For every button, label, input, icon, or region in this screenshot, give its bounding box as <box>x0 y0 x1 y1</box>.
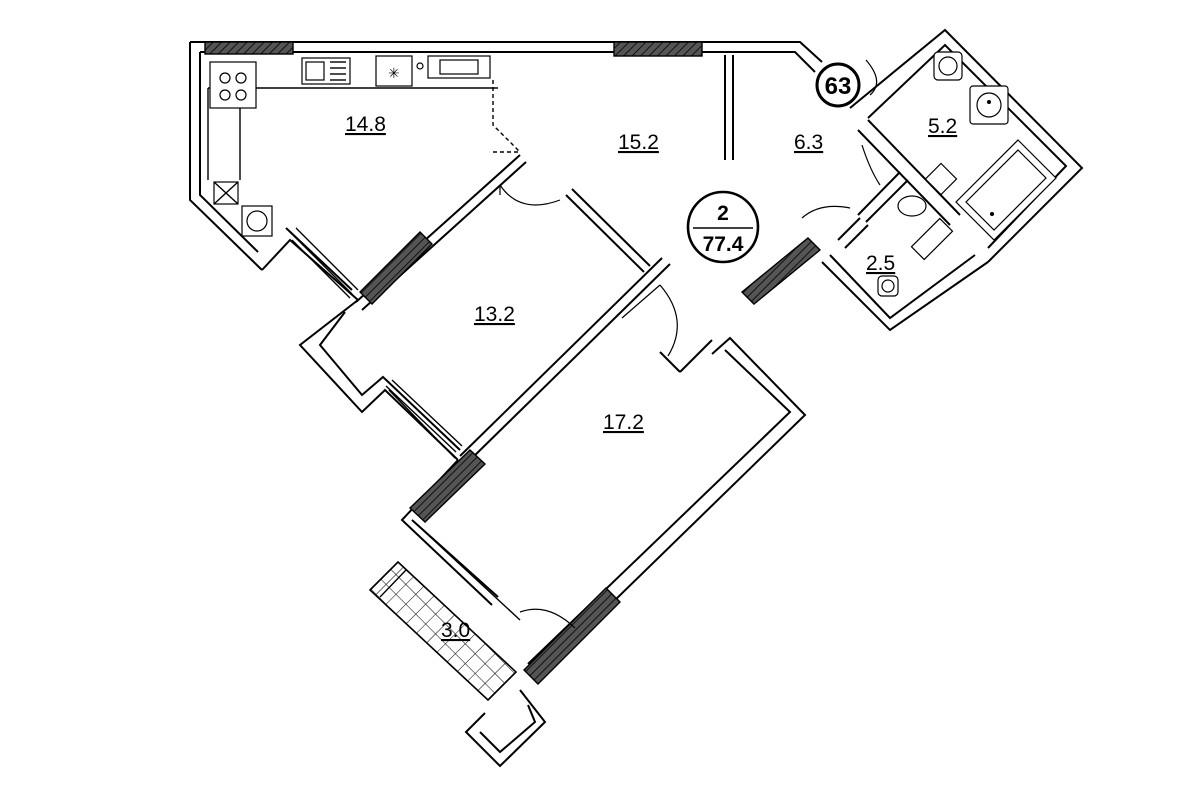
bathroom-fixtures <box>877 51 1057 297</box>
windows <box>289 227 463 459</box>
structural-columns <box>204 41 822 685</box>
hall-area-label: 15.2 <box>618 131 659 154</box>
apartment-number-label: 63 <box>825 73 852 100</box>
interior-walls <box>355 55 961 463</box>
kitchen-fixtures: ✳ <box>207 55 498 237</box>
balcony-area-label: 3.0 <box>441 619 470 642</box>
svg-text:✳: ✳ <box>388 66 400 82</box>
stove-icon <box>209 61 257 109</box>
rooms-count-label: 2 <box>717 202 729 225</box>
bedroom-area-label: 13.2 <box>474 303 515 326</box>
doors <box>492 59 881 629</box>
heater-icon <box>910 217 954 261</box>
bathroom-area-label: 5.2 <box>928 115 957 138</box>
wc-bowl-icon <box>924 162 958 196</box>
apartment-number-badge: 63 <box>815 62 861 108</box>
corridor-area-label: 6.3 <box>794 131 823 154</box>
total-area-label: 77.4 <box>703 233 744 256</box>
balcony <box>368 519 521 702</box>
kitchen-area-label: 14.8 <box>345 113 386 136</box>
room-labels: 14.8 15.2 6.3 5.2 13.2 2.5 17.2 3.0 <box>345 113 957 642</box>
living-room-area-label: 17.2 <box>603 411 644 434</box>
apartment-summary-badge: 2 77.4 <box>686 190 760 264</box>
wc-area-label: 2.5 <box>866 252 895 275</box>
fridge-icon <box>375 55 413 87</box>
